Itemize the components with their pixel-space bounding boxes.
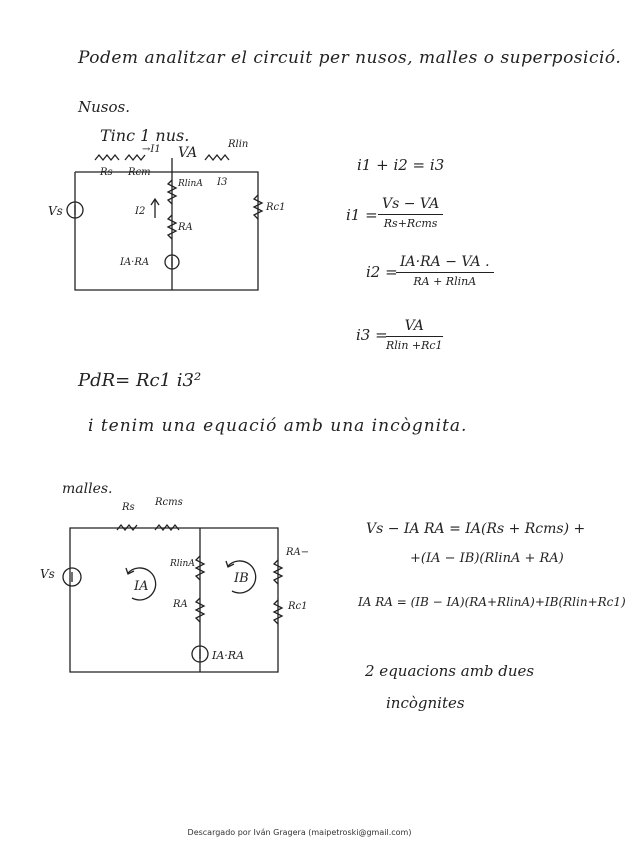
nusos-eq-i1-denominator: Rs+Rcms (383, 217, 438, 230)
nusos-label-current-arrow: →I1 (142, 144, 161, 155)
malles-label-ib-mesh: IB (234, 571, 249, 586)
nusos-eq-i3-denominator: Rlin +Rc1 (386, 339, 443, 352)
nusos-eq-i2-lhs: i2 = (366, 263, 398, 281)
nusos-label-rs: Rs (100, 167, 113, 178)
nusos-eq-i2-denominator: RA + RlinA (413, 275, 477, 288)
nusos-eq-i2-numerator: IA·RA − VA . (396, 254, 494, 273)
nusos-subheading: Tinc 1 nus. (100, 126, 190, 145)
malles-label-rcms: Rcms (155, 497, 183, 508)
nusos-label-rcm: Rcm (128, 167, 151, 178)
nusos-eq-i1-lhs: i1 = (346, 206, 378, 224)
nusos-label-vs: Vs (48, 204, 63, 218)
nusos-power-equation: PdR= Rc1 i3² (78, 370, 202, 391)
malles-label-ra-right: RA− (286, 547, 310, 558)
malles-label-ia-mesh: IA (134, 579, 149, 594)
nusos-eq-i3-fraction: VA Rlin +Rc1 (386, 318, 443, 352)
nusos-heading: Nusos. (78, 98, 130, 116)
malles-label-source: IA·RA (212, 649, 245, 662)
nusos-eq-i1-fraction: Vs − VA Rs+Rcms (378, 196, 444, 230)
malles-eq1-line1: Vs − IA RA = IA(Rs + Rcms) + (366, 521, 586, 537)
nusos-label-ia-ra: IA·RA (120, 257, 150, 268)
nusos-circuit-diagram (66, 153, 264, 291)
nusos-conclusion: i tenim una equació amb una incògnita. (88, 416, 468, 436)
malles-label-rc1: Rc1 (288, 601, 308, 612)
nusos-label-rlin-top: Rlin (228, 139, 249, 150)
nusos-label-rlina: RlinA (178, 179, 203, 189)
nusos-eq-i2-fraction: IA·RA − VA . RA + RlinA (396, 254, 494, 288)
malles-eq2: IA RA = (IB − IA)(RA+RlinA)+IB(Rlin+Rc1) (358, 595, 626, 609)
malles-heading: malles. (62, 481, 113, 497)
handwritten-page: Podem analitzar el circuit per nusos, ma… (40, 49, 626, 837)
download-footer: Descargado por Iván Gragera (maipetroski… (187, 828, 412, 837)
nusos-eq-kcl: i1 + i2 = i3 (357, 156, 445, 174)
malles-label-ra: RA (173, 599, 188, 610)
malles-conclusion-line1: 2 equacions amb dues (365, 662, 535, 680)
nusos-label-ra: RA (178, 222, 193, 233)
intro-text: Podem analitzar el circuit per nusos, ma… (78, 48, 622, 68)
nusos-eq-i3-numerator: VA (386, 318, 443, 337)
malles-conclusion-line2: incògnites (386, 694, 465, 712)
nusos-label-i3: I3 (217, 177, 228, 188)
nusos-eq-i3-lhs: i3 = (356, 326, 388, 344)
nusos-eq-i1-numerator: Vs − VA (378, 196, 444, 215)
malles-label-vs: Vs (40, 567, 55, 581)
nusos-label-rc1: Rc1 (266, 202, 286, 213)
malles-eq1-line2: +(IA − IB)(RlinA + RA) (410, 551, 564, 566)
malles-label-rs: Rs (122, 502, 135, 513)
nusos-label-i2: I2 (135, 206, 146, 217)
malles-label-rlina: RlinA (170, 559, 195, 569)
malles-circuit-diagram (62, 523, 284, 673)
nusos-label-node: VA (178, 145, 198, 161)
